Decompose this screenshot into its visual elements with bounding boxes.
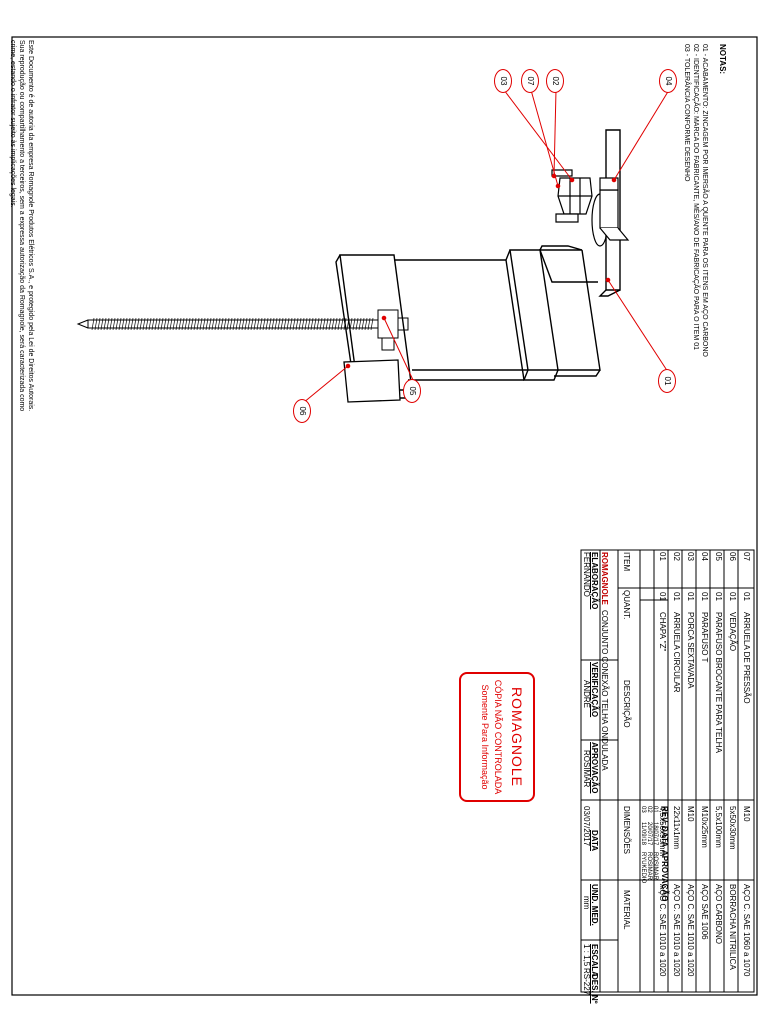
rev-header-approval: APROVAÇÃO xyxy=(660,850,669,902)
bom-row-06-desc: VEDAÇÃO xyxy=(728,612,737,652)
value-drawing-number: RS-227 xyxy=(582,968,591,996)
note-1: 01 - ACABAMENTO: ZINCAGEM POR IMERSÃO A … xyxy=(701,44,708,357)
bom-row-05-mat: AÇO CARBONO xyxy=(714,884,723,945)
bom-row-02-mat: AÇO C. SAE 1010 a 1020 xyxy=(672,884,681,977)
hex-nut xyxy=(557,177,593,215)
bom-row-04-mat: AÇO SAE 1006 xyxy=(700,884,709,940)
notes-title: NOTAS: xyxy=(718,44,727,75)
sheet-border xyxy=(11,36,758,996)
bom-row-04-qty: 01 xyxy=(700,592,709,601)
title-block-grid xyxy=(580,549,755,993)
uncontrolled-copy-stamp: ROMAGNOLE CÓPIA NÃO CONTROLADA Somente P… xyxy=(459,672,535,802)
bom-row-07-dim: M10 xyxy=(742,806,751,822)
seal xyxy=(343,359,401,403)
copyright-line-1: Este Documento é de autoria da empresa R… xyxy=(27,40,34,412)
bom-row-06-dim: 5x50x30mm xyxy=(728,806,737,850)
label-drawing-number: DES. Nº xyxy=(590,974,599,1004)
bom-row-06-qty: 01 xyxy=(728,592,737,601)
drawing-title: CONJUNTO CONEXÃO TELHA ONDULADA xyxy=(600,610,609,771)
revision-02-rev: 02 xyxy=(646,806,652,813)
bom-row-05-dim: 5,5x100mm xyxy=(714,806,723,848)
revision-01-approval: ROSIMAR xyxy=(652,852,658,881)
note-2: 02 - IDENTIFICAÇÃO: MARCA DO FABRICANTE,… xyxy=(692,44,699,350)
stamp-brand: ROMAGNOLE xyxy=(509,686,525,787)
bom-row-03-item: 03 xyxy=(686,552,695,561)
bom-row-01-desc: CHAPA "Z" xyxy=(658,612,667,652)
drilling-screw xyxy=(76,309,409,351)
bom-row-01-qty: 01 xyxy=(658,592,667,601)
revision-02-approval: ROSIMAR xyxy=(646,852,652,881)
bom-header-mat: MATERIAL xyxy=(622,890,631,930)
callout-balloon-04: 04 xyxy=(659,69,677,93)
bom-row-05-item: 05 xyxy=(714,552,723,561)
bom-row-03-mat: AÇO C. SAE 1010 a 1020 xyxy=(686,884,695,977)
bom-row-07-item: 07 xyxy=(742,552,751,561)
copyright-line-2: Sua reprodução ou compartilhamento a ter… xyxy=(18,40,25,412)
stamp-line-2: Somente Para Informação xyxy=(480,684,490,790)
bom-row-04-desc: PARAFUSO T xyxy=(700,612,709,663)
callout-balloon-07: 07 xyxy=(521,69,539,93)
screw-threads xyxy=(91,317,374,331)
bom-row-07-mat: AÇO C. SAE 1060 a 1070 xyxy=(742,884,751,977)
bom-row-02-desc: ARRUELA CIRCULAR xyxy=(672,612,681,693)
bom-row-01-item: 01 xyxy=(658,552,667,561)
callout-balloon-05: 05 xyxy=(403,379,421,403)
bom-row-04-item: 04 xyxy=(700,552,709,561)
callout-balloon-01: 01 xyxy=(658,369,676,393)
copyright-line-3: crime, estando o infrator sujeito às imp… xyxy=(9,40,16,208)
callout-balloon-06: 06 xyxy=(293,399,311,423)
callout-leaders xyxy=(302,89,670,404)
bom-row-03-qty: 01 xyxy=(686,592,695,601)
value-scale: 1 : 1,5 xyxy=(582,944,591,967)
revision-03-approval: RYUKEDIO xyxy=(640,852,646,884)
bom-row-07-desc: ARRUELA DE PRESSÃO xyxy=(742,612,751,704)
value-unit: mm xyxy=(582,896,591,910)
z-bracket xyxy=(335,129,621,399)
bom-row-02-item: 02 xyxy=(672,552,681,561)
bom-row-05-qty: 01 xyxy=(714,592,723,601)
rev-header-date: DATA xyxy=(660,826,669,848)
bom-row-07-qty: 01 xyxy=(742,592,751,601)
bom-header-dim: DIMENSÕES xyxy=(622,806,631,855)
washers xyxy=(551,169,579,223)
bom-row-04-dim: M10x25mm xyxy=(700,806,709,848)
bom-row-03-dim: M10 xyxy=(686,806,695,822)
value-date: 03/07/2017 xyxy=(582,806,591,847)
label-date: DATA xyxy=(590,830,599,852)
bom-row-06-mat: BORRACHA NITRILICA xyxy=(728,884,737,970)
bom-row-02-dim: 22x11x1mm xyxy=(672,806,681,849)
bom-row-05-desc: PARAFUSO BROCANTE PARA TELHA xyxy=(714,612,723,753)
bom-header-desc: DESCRIÇÃO xyxy=(622,680,631,728)
label-scale: ESCALA xyxy=(590,944,599,977)
revision-03-date: 11/09/18 xyxy=(640,822,646,845)
revision-01-date: 18/07/17 xyxy=(652,822,658,846)
label-unit: UND. MED. xyxy=(590,884,599,926)
callout-balloon-02: 02 xyxy=(546,69,564,93)
bom-row-06-item: 06 xyxy=(728,552,737,561)
note-3: 03 - TOLERÂNCIA CONFORME DESENHO xyxy=(683,44,690,182)
stamp-line-1: CÓPIA NÃO CONTROLADA xyxy=(493,679,503,795)
value-verification: ANDRÉ xyxy=(582,680,591,709)
bom-header-qty: QUANT. xyxy=(622,590,631,620)
label-elaboration: ELABORAÇÃO xyxy=(590,552,599,610)
bom-row-02-qty: 01 xyxy=(672,592,681,601)
callout-balloon-03: 03 xyxy=(494,69,512,93)
revision-02-date: 20/07/17 xyxy=(646,822,652,846)
label-verification: VERIFICAÇÃO xyxy=(590,662,599,718)
bom-header-item: ITEM xyxy=(622,552,631,572)
rev-header-rev: REV. xyxy=(660,806,669,824)
value-elaboration: FERNANDO xyxy=(582,552,591,597)
t-bolt xyxy=(599,177,630,241)
company-logo-text: ROMAGNOLE xyxy=(600,552,609,605)
revision-03-rev: 03 xyxy=(640,806,646,813)
revision-01-rev: 01 xyxy=(652,806,658,813)
bom-row-03-desc: PORCA SEXTAVADA xyxy=(686,612,695,689)
label-approval: APROVAÇÃO xyxy=(590,742,599,794)
value-approval: ROSIMAR xyxy=(582,750,591,788)
